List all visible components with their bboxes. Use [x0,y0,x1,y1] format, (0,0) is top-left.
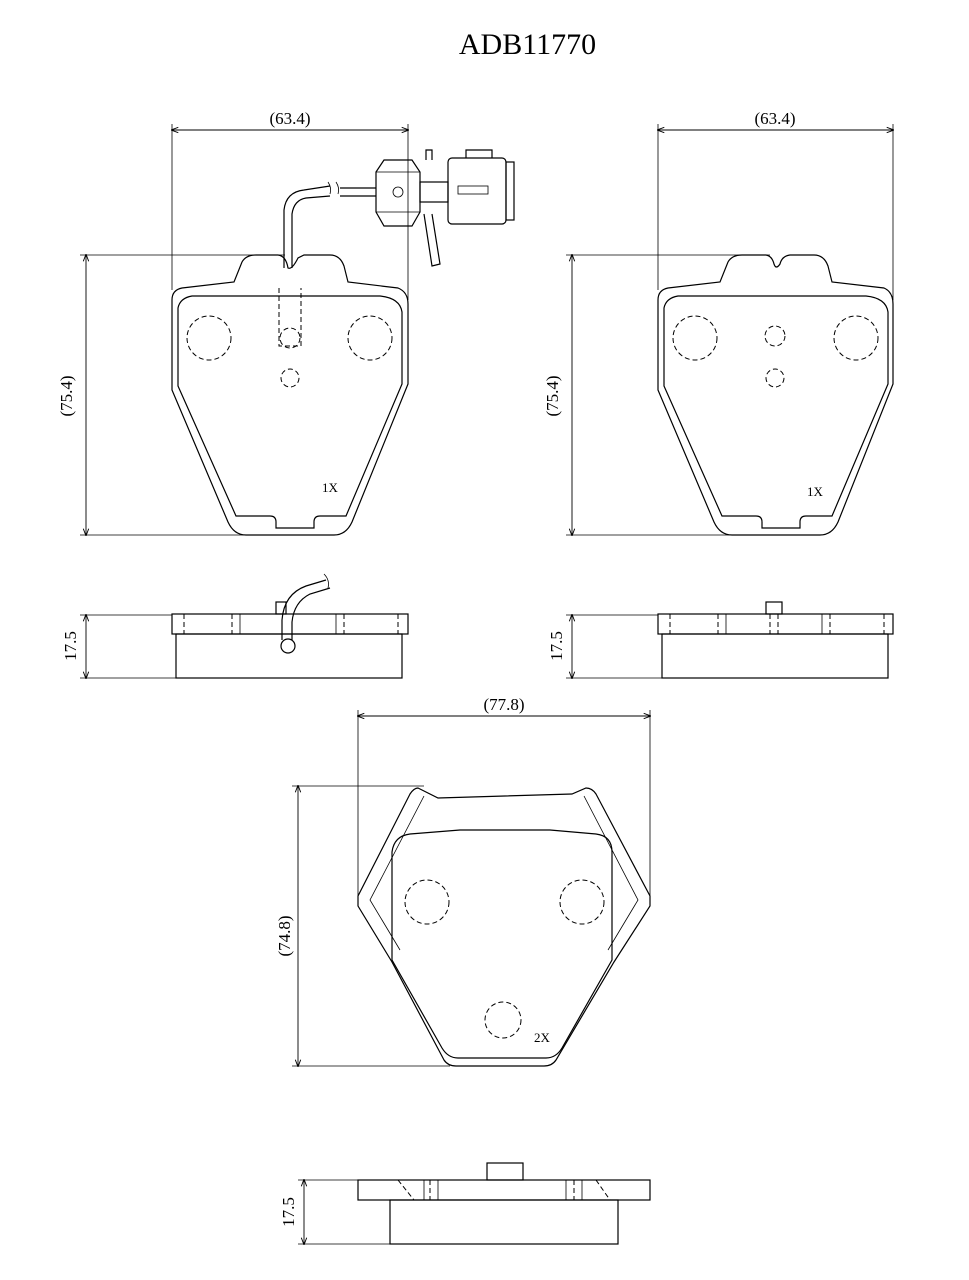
pad-a-front-view: (63.4) (75.4) 1X [57,109,515,535]
pad-c-front-view: (77.8) (74.8) 2X [275,695,650,1066]
pad-b-width-label: (63.4) [754,109,795,128]
pad-a-side-view: 17.5 [61,573,409,678]
pad-a-thickness-label: 17.5 [61,631,80,661]
pad-a-width-label: (63.4) [269,109,310,128]
pad-c-height-label: (74.8) [275,915,294,956]
pad-c-width-label: (77.8) [483,695,524,714]
pad-b-height-label: (75.4) [543,375,562,416]
pad-c-thickness-label: 17.5 [279,1197,298,1227]
pad-a-height-label: (75.4) [57,375,76,416]
pad-c-qty: 2X [534,1030,551,1045]
pad-c-side-view: 17.5 [279,1162,651,1244]
pad-b-side-view: 17.5 [547,601,894,678]
part-number-title: ADB11770 [458,28,597,61]
pad-a-qty: 1X [322,480,339,495]
pad-b-front-view: (63.4) (75.4) 1X [543,109,893,535]
pad-b-qty: 1X [807,484,824,499]
pad-b-thickness-label: 17.5 [547,631,566,661]
